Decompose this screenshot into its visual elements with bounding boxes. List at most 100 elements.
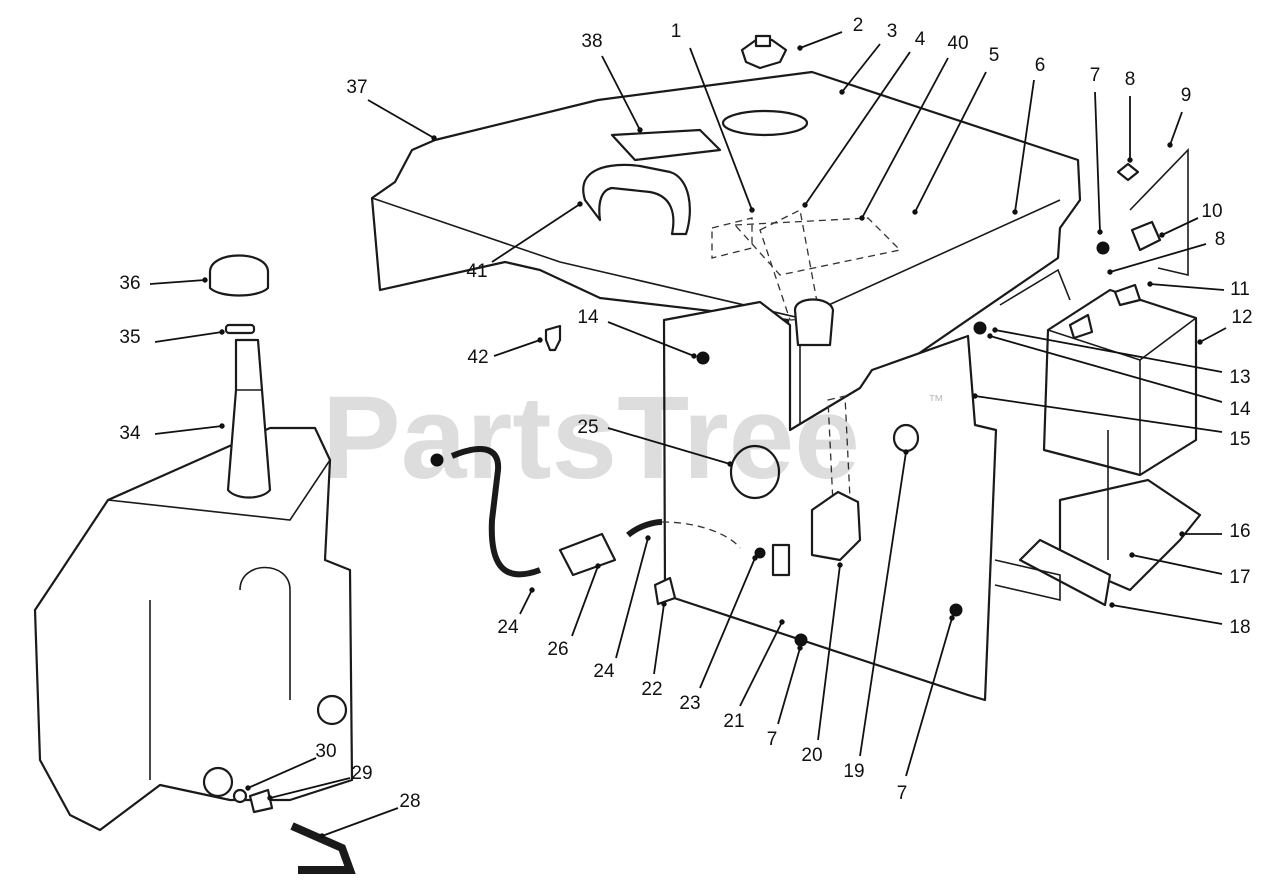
callout-label-c8b: 8: [1215, 229, 1226, 250]
callout-arrowhead-c7c: [949, 615, 955, 621]
hose-clamp-22: [653, 576, 677, 606]
callout-arrowhead-c18: [1109, 602, 1115, 608]
callout-arrowhead-c13: [992, 327, 998, 333]
watermark-text: PartsTree: [322, 372, 860, 504]
callout-label-c3: 3: [887, 21, 898, 42]
callout-label-c9: 9: [1181, 85, 1192, 106]
callout-label-c6: 6: [1035, 55, 1046, 76]
callout-arrowhead-c37: [431, 135, 437, 141]
callout-label-c25: 25: [577, 417, 598, 438]
callout-label-c2: 2: [853, 15, 864, 36]
tray-mount-plate: [994, 559, 1061, 602]
callout-leader-c9: [1169, 111, 1183, 146]
callout-label-c7a: 7: [1090, 65, 1101, 86]
callout-label-c7c: 7: [897, 783, 908, 804]
hold-down-rod-9b: [999, 268, 1071, 306]
callout-leader-c35: [154, 331, 223, 343]
callout-leader-c19: [859, 451, 907, 757]
callout-leader-c24a: [519, 589, 533, 615]
callout-arrowhead-c23: [752, 555, 758, 561]
callout-leader-c38: [601, 55, 641, 131]
callout-label-c34: 34: [119, 423, 141, 444]
callout-arrowhead-c42: [537, 337, 543, 343]
callout-label-c10: 10: [1201, 201, 1222, 222]
callout-arrowhead-c5: [912, 209, 918, 215]
callout-label-c42: 42: [467, 347, 488, 368]
callout-leader-c22: [653, 603, 665, 675]
callout-label-c28: 28: [399, 791, 420, 812]
callout-label-c17: 17: [1229, 567, 1250, 588]
callout-leader-c25: [607, 427, 731, 465]
callout-leader-c11: [1149, 283, 1225, 291]
callout-label-c30: 30: [315, 741, 336, 762]
fuel-tank-34: [33, 426, 354, 832]
terminal-boot-10: [1130, 220, 1162, 252]
callout-leader-c20: [817, 564, 841, 741]
callout-label-c29: 29: [351, 763, 372, 784]
callout-arrowhead-c24b: [645, 535, 651, 541]
callout-arrowhead-c36: [202, 277, 208, 283]
callout-arrowhead-c7b: [797, 645, 803, 651]
callout-arrowhead-c17: [1129, 552, 1135, 558]
callout-label-c13: 13: [1229, 367, 1250, 388]
callout-label-c1: 1: [671, 21, 682, 42]
dashed-panel-40: [733, 217, 902, 276]
callout-arrowhead-c38: [637, 127, 643, 133]
callout-arrowhead-c11: [1147, 281, 1153, 287]
callout-leader-c40: [861, 57, 949, 219]
callout-arrowhead-c30: [245, 785, 251, 791]
callout-arrowhead-c7a: [1097, 229, 1103, 235]
callout-arrowhead-c6: [1012, 209, 1018, 215]
callout-label-c14a: 14: [1229, 399, 1251, 420]
decal-38: [610, 128, 722, 162]
callout-label-c24b: 24: [593, 661, 615, 682]
callout-arrowhead-c14a: [987, 333, 993, 339]
callout-label-c18: 18: [1229, 617, 1250, 638]
callout-label-c7b: 7: [767, 729, 778, 750]
callout-leader-c29: [269, 777, 351, 799]
callout-arrowhead-c41: [577, 201, 583, 207]
callout-leader-c18: [1111, 604, 1223, 625]
dashed-mount-4: [759, 209, 821, 321]
callout-label-c4: 4: [915, 29, 926, 50]
callout-arrowhead-c3: [839, 89, 845, 95]
callout-arrowhead-c25: [727, 461, 733, 467]
callout-leader-c41: [491, 203, 581, 263]
callout-leader-c13: [994, 329, 1223, 373]
callout-label-c12: 12: [1231, 307, 1252, 328]
decal-20: [810, 490, 862, 562]
dashed-bracket-1: [711, 217, 753, 259]
fuel-line-28: [290, 822, 356, 874]
callout-arrowhead-c8a: [1127, 157, 1133, 163]
gas-cap-2: [740, 34, 788, 70]
callout-label-c36: 36: [119, 273, 140, 294]
battery-terminal-plus: [1113, 283, 1142, 307]
callout-leader-c7a: [1094, 91, 1101, 233]
nut-7-lower: [949, 603, 963, 617]
tank-outlet-port: [202, 766, 234, 798]
fuel-hose-hidden: [661, 521, 741, 549]
wing-nut-8: [1116, 162, 1140, 182]
battery-terminal-minus: [1068, 313, 1094, 340]
callout-arrowhead-c22: [661, 601, 667, 607]
elbow-fitting: [771, 543, 791, 577]
fuel-filter-26: [558, 532, 617, 577]
callout-label-c8a: 8: [1125, 69, 1136, 90]
callout-leader-c8b: [1109, 243, 1207, 273]
tank-cover-top-edge: [371, 197, 1061, 319]
callout-leader-c42: [493, 339, 541, 357]
callout-label-c26: 26: [547, 639, 568, 660]
nut-21: [794, 633, 808, 647]
hold-down-rod-9: [1129, 148, 1189, 277]
callout-arrowhead-c1: [749, 207, 755, 213]
callout-label-c20: 20: [801, 745, 822, 766]
grommet-25: [729, 444, 781, 500]
callout-arrowhead-c16: [1179, 531, 1185, 537]
callout-label-c15: 15: [1229, 429, 1250, 450]
bolt-42: [544, 324, 562, 352]
callout-label-c5: 5: [989, 45, 1000, 66]
callout-arrowhead-c28: [319, 833, 325, 839]
fuel-neck: [793, 298, 835, 347]
callout-arrowhead-c14b: [691, 353, 697, 359]
